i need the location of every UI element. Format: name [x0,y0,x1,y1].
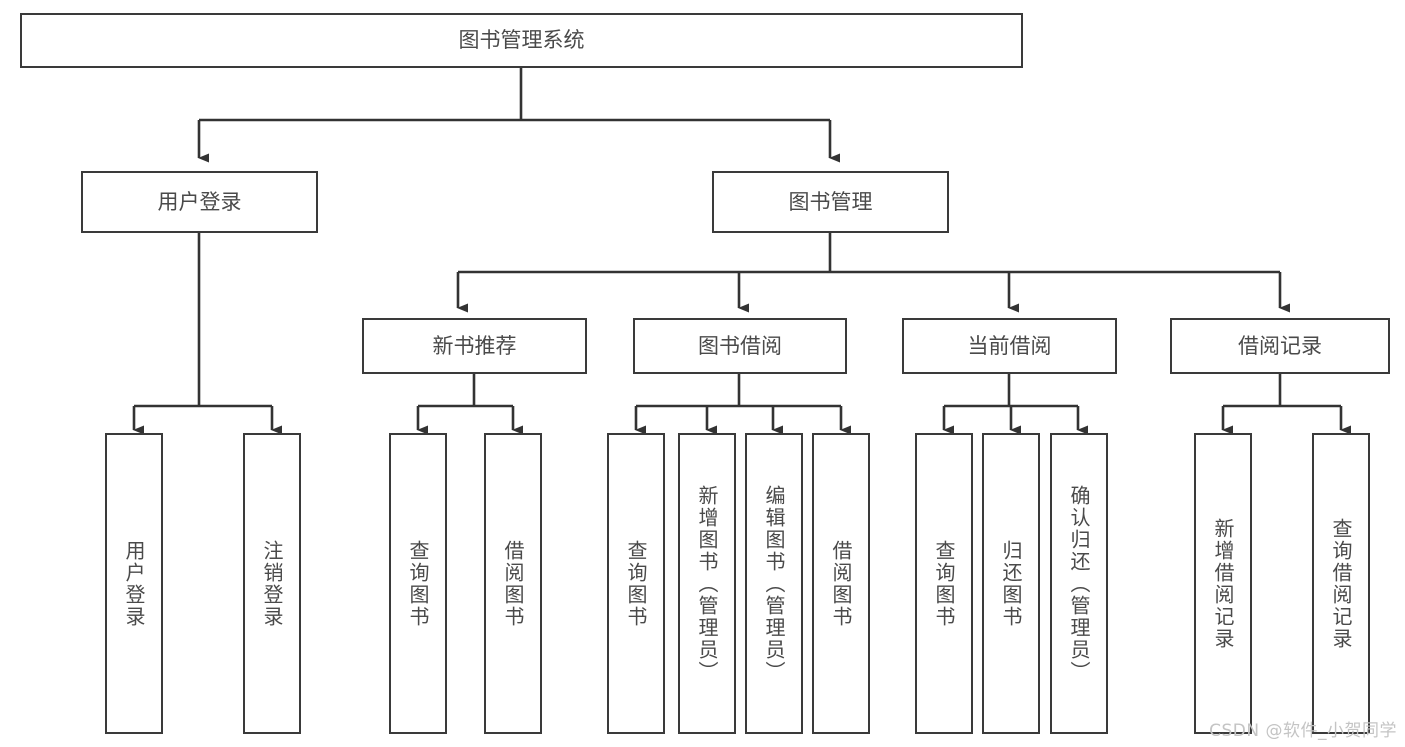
leaf-new-book-query[interactable]: 查询图书 [389,433,447,734]
leaf-book-borrow-lend[interactable]: 借阅图书 [812,433,870,734]
node-borrow-record-label: 借阅记录 [1238,333,1322,358]
node-book-borrow[interactable]: 图书借阅 [633,318,847,374]
leaf-current-borrow-query-label: 查询图书 [932,539,956,628]
leaf-new-book-borrow-label: 借阅图书 [501,539,525,628]
leaf-user-login-signout[interactable]: 注销登录 [243,433,301,734]
leaf-user-login-signin-label: 用户登录 [122,539,146,628]
leaf-borrow-record-add[interactable]: 新增借阅记录 [1194,433,1252,734]
leaf-book-borrow-add[interactable]: 新增图书（管理员） [678,433,736,734]
leaf-current-borrow-confirm[interactable]: 确认归还（管理员） [1050,433,1108,734]
node-new-book-recommend-label: 新书推荐 [432,333,517,358]
leaf-current-borrow-return-label: 归还图书 [999,539,1023,628]
leaf-current-borrow-confirm-label: 确认归还（管理员） [1067,484,1091,683]
leaf-borrow-record-add-label: 新增借阅记录 [1211,517,1235,650]
node-book-management-label: 图书管理 [788,189,873,214]
node-book-borrow-label: 图书借阅 [698,333,782,358]
leaf-book-borrow-lend-label: 借阅图书 [829,539,853,628]
leaf-new-book-borrow[interactable]: 借阅图书 [484,433,542,734]
node-current-borrow-label: 当前借阅 [967,333,1052,358]
node-current-borrow[interactable]: 当前借阅 [902,318,1117,374]
node-book-management[interactable]: 图书管理 [712,171,949,233]
leaf-book-borrow-add-label: 新增图书（管理员） [695,484,719,683]
leaf-user-login-signout-label: 注销登录 [260,539,284,628]
leaf-user-login-signin[interactable]: 用户登录 [105,433,163,734]
leaf-new-book-query-label: 查询图书 [406,539,430,628]
node-borrow-record[interactable]: 借阅记录 [1170,318,1390,374]
leaf-book-borrow-query[interactable]: 查询图书 [607,433,665,734]
node-user-login-label: 用户登录 [157,189,242,214]
leaf-book-borrow-edit[interactable]: 编辑图书（管理员） [745,433,803,734]
leaf-book-borrow-edit-label: 编辑图书（管理员） [762,484,786,683]
leaf-borrow-record-query-label: 查询借阅记录 [1329,517,1353,650]
leaf-current-borrow-query[interactable]: 查询图书 [915,433,973,734]
node-user-login[interactable]: 用户登录 [81,171,318,233]
leaf-borrow-record-query[interactable]: 查询借阅记录 [1312,433,1370,734]
node-root-system[interactable]: 图书管理系统 [20,13,1023,68]
leaf-book-borrow-query-label: 查询图书 [624,539,648,628]
leaf-current-borrow-return[interactable]: 归还图书 [982,433,1040,734]
node-new-book-recommend[interactable]: 新书推荐 [362,318,587,374]
watermark-text: CSDN @软件_小贺同学 [1209,721,1397,741]
node-root-system-label: 图书管理系统 [458,28,585,53]
